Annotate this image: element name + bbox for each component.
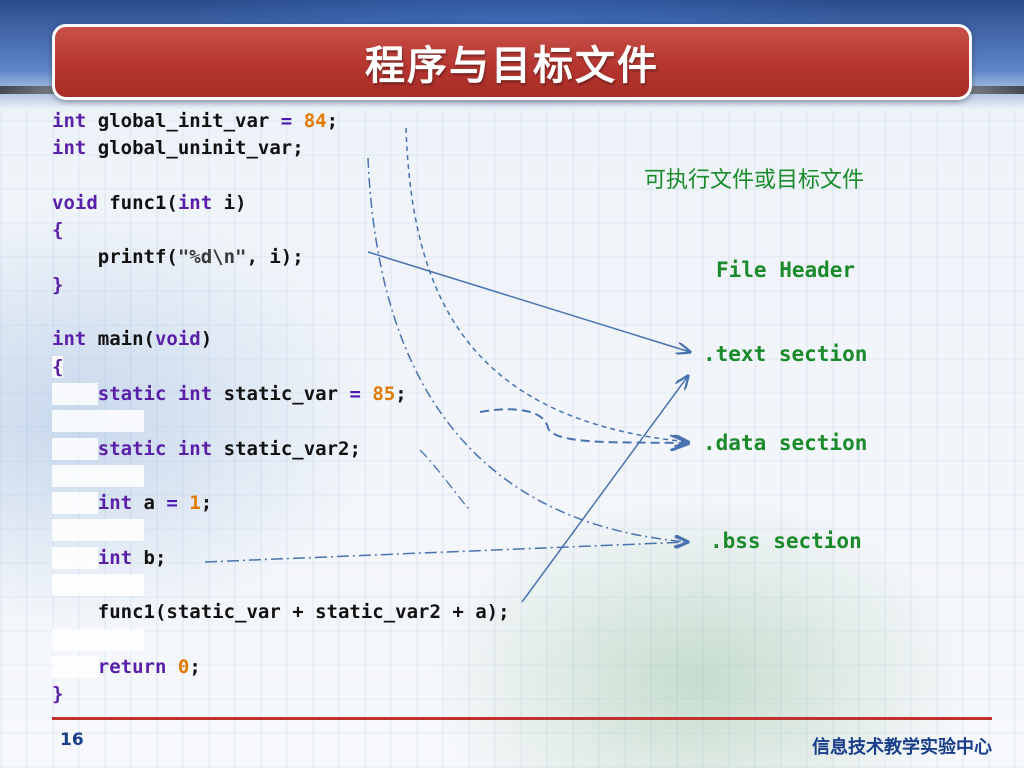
arrow-global-init-to-data: [405, 127, 688, 442]
code-line-blank: [52, 627, 510, 654]
code-line: {: [52, 355, 64, 378]
code-line: }: [52, 273, 64, 296]
page-number: 16: [60, 730, 84, 750]
arrow-int-b-to-bss: [204, 542, 688, 563]
code-line: {: [52, 219, 64, 242]
code-line: int global_uninit_var;: [52, 137, 304, 160]
arrow-func1-call-to-text: [521, 376, 688, 603]
code-line-blank: [52, 463, 510, 490]
arrow-static-var2-to-bss: [419, 449, 471, 511]
code-line: }: [52, 683, 64, 706]
title-bar: 程序与目标文件: [52, 24, 972, 100]
data-section-label: .data section: [703, 431, 868, 455]
code-line: void func1(int i): [52, 191, 247, 214]
code-line: int global_init_var = 84;: [52, 110, 339, 132]
code-line: return 0;: [52, 654, 510, 681]
footer-divider: [52, 717, 992, 720]
circuit-pattern: [0, 110, 1024, 768]
code-line-blank: [52, 572, 510, 599]
arrow-static-var-to-data: [479, 408, 688, 443]
code-line: static int static_var = 85;: [52, 381, 510, 408]
code-line: printf("%d\n", i);: [52, 246, 304, 269]
code-line: int a = 1;: [52, 490, 510, 517]
title-accent-right: [970, 86, 1024, 94]
object-file-label: 可执行文件或目标文件: [644, 168, 865, 193]
arrow-global-uninit-to-bss: [367, 157, 688, 542]
code-line: func1(static_var + static_var2 + a);: [52, 601, 510, 624]
footer-org: 信息技术教学实验中心: [812, 737, 992, 758]
code-line: static int static_var2;: [52, 436, 510, 463]
code-line: int main(void): [52, 328, 213, 351]
file-header-label: File Header: [716, 258, 856, 282]
title-accent-left: [0, 86, 54, 94]
code-line-blank: [52, 408, 510, 435]
bss-section-label: .bss section: [710, 529, 862, 553]
slide-title: 程序与目标文件: [365, 43, 659, 89]
code-block: int global_init_var = 84; int global_uni…: [52, 108, 510, 709]
arrow-printf-to-text: [367, 251, 690, 352]
text-section-label: .text section: [703, 342, 868, 366]
code-line: int b;: [52, 545, 510, 572]
code-line-blank: [52, 517, 510, 544]
